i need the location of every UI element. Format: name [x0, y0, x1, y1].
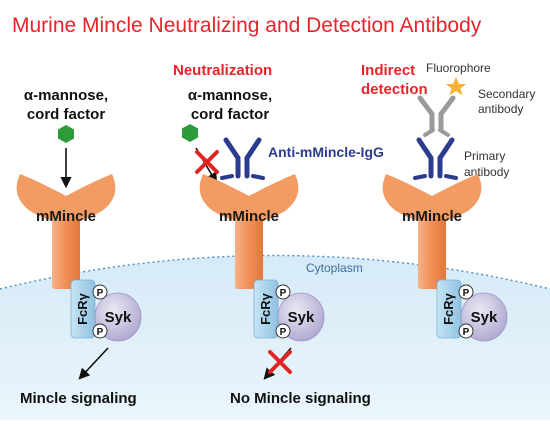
syk-label: Syk	[105, 309, 132, 326]
ligand-label-line1: α-mannose,	[24, 87, 108, 104]
ligand-hexagon	[58, 125, 74, 143]
secondary-antibody-line2: antibody	[478, 102, 523, 116]
phospho-site-top	[458, 284, 474, 300]
phospho-site-top	[92, 284, 108, 300]
page-title: Murine Mincle Neutralizing and Detection…	[12, 14, 482, 37]
fcr-label: FcRγ	[441, 292, 456, 325]
neutralization-heading: Neutralization	[173, 62, 272, 79]
fcr-label: FcRγ	[75, 292, 90, 325]
panel-left: α-mannose, cord factor mMincle FcRγ Syk …	[16, 87, 142, 407]
receptor-label: mMincle	[36, 208, 96, 225]
phospho-label-top: P	[280, 288, 287, 299]
primary-antibody-line2: antibody	[464, 165, 509, 179]
fcr-label: FcRγ	[258, 292, 273, 325]
receptor-label: mMincle	[402, 208, 462, 225]
phospho-label-top: P	[97, 288, 104, 299]
phospho-site-bottom	[92, 323, 108, 339]
panel-right: Indirect detection Fluorophore Secondary…	[361, 61, 535, 342]
syk-label: Syk	[288, 309, 315, 326]
detection-heading-line2: detection	[361, 81, 428, 98]
phospho-label-bottom: P	[463, 327, 470, 338]
ligand-label-line2: cord factor	[27, 106, 106, 123]
block-x-icon	[195, 150, 219, 174]
detection-heading-line1: Indirect	[361, 62, 415, 79]
phospho-label-bottom: P	[97, 327, 104, 338]
syk-label: Syk	[471, 309, 498, 326]
mmincle-receptor-stem	[235, 219, 263, 289]
phospho-label-bottom: P	[280, 327, 287, 338]
signaling-arrow	[78, 347, 109, 380]
phospho-label-top: P	[463, 288, 470, 299]
mmincle-receptor-stem	[52, 219, 80, 289]
fcr-gamma-chain	[436, 279, 462, 339]
outcome-label: No Mincle signaling	[230, 390, 371, 407]
block-x-icon	[268, 350, 292, 374]
anti-mmincle-igg	[220, 137, 265, 180]
antibody-label: Anti-mMincle-IgG	[268, 144, 384, 160]
mmincle-receptor-head	[382, 174, 482, 220]
primary-antibody-line1: Primary	[464, 149, 505, 163]
fcr-gamma-chain	[253, 279, 279, 339]
outcome-label: Mincle signaling	[20, 390, 137, 407]
fcr-gamma-chain	[70, 279, 96, 339]
ligand-label-line1: α-mannose,	[188, 87, 272, 104]
receptor-label: mMincle	[219, 208, 279, 225]
phospho-site-bottom	[458, 323, 474, 339]
secondary-antibody-line1: Secondary	[478, 87, 535, 101]
secondary-antibody	[417, 95, 456, 137]
fluorophore-star-icon	[446, 77, 466, 96]
primary-antibody	[413, 137, 458, 180]
mmincle-receptor-head	[199, 174, 299, 220]
mmincle-receptor-head	[16, 174, 116, 220]
cytoplasm-label: Cytoplasm	[306, 261, 363, 275]
phospho-site-bottom	[275, 323, 291, 339]
phospho-site-top	[275, 284, 291, 300]
fluorophore-label: Fluorophore	[426, 61, 491, 75]
mmincle-receptor-stem	[418, 219, 446, 289]
ligand-label-line2: cord factor	[191, 106, 270, 123]
panel-middle: Neutralization α-mannose, cord factor An…	[173, 62, 384, 407]
ligand-hexagon	[182, 124, 198, 142]
